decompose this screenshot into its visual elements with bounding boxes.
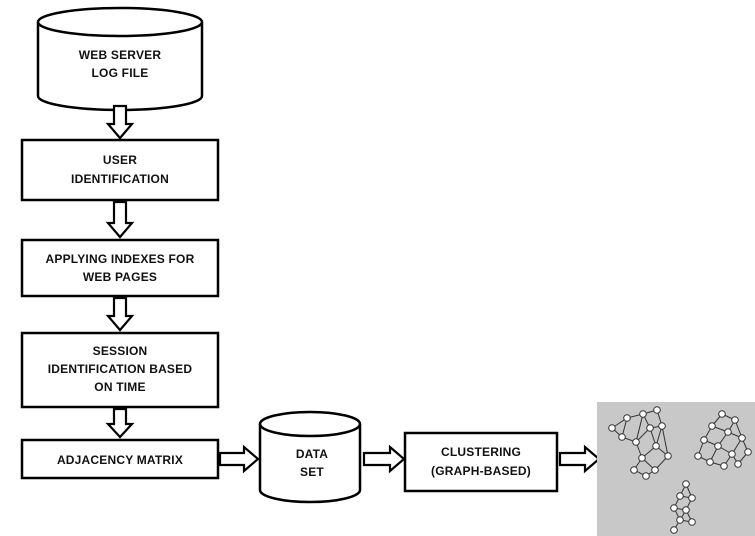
clustering-label-line2: (GRAPH-BASED) [431,464,531,478]
data-set-node: DATA SET [258,410,362,504]
session-identification-label-line3: ON TIME [94,380,145,394]
graph-cluster-3 [670,480,696,534]
session-identification-label-line2: IDENTIFICATION BASED [48,362,193,376]
arrow-dataset-to-clustering [362,444,406,474]
cluster-image-background [597,402,755,536]
applying-indexes-label-line2: WEB PAGES [83,270,157,284]
web-server-log-file-node: WEB SERVER LOG FILE [36,6,204,112]
arrow-adjacency-to-dataset [218,444,260,474]
graph-cluster-1 [608,406,672,480]
arrow-indexes-to-session [105,296,135,332]
applying-indexes-label-line1: APPLYING INDEXES FOR [46,252,195,266]
arrow-session-to-adjacency [105,407,135,439]
arrow-user-to-indexes [105,200,135,239]
applying-indexes-node: APPLYING INDEXES FOR WEB PAGES [20,238,220,298]
session-identification-label-line1: SESSION [93,344,148,358]
clustering-label-line1: CLUSTERING [441,445,521,459]
graph-clusters-image [597,402,755,536]
graph-cluster-2 [694,410,752,470]
arrow-log-to-user [105,104,135,140]
web-server-log-label-line2: LOG FILE [92,66,149,80]
user-identification-label-line2: IDENTIFICATION [71,172,169,186]
adjacency-matrix-node: ADJACENCY MATRIX [20,438,220,480]
user-identification-node: USER IDENTIFICATION [20,138,220,202]
arrow-clustering-to-clusters [558,444,601,474]
user-identification-label-line1: USER [103,153,137,167]
data-set-label-line2: SET [300,465,324,479]
session-identification-node: SESSION IDENTIFICATION BASED ON TIME [20,331,220,409]
web-server-log-label-line1: WEB SERVER [79,48,162,62]
adjacency-matrix-label: ADJACENCY MATRIX [57,453,183,467]
data-set-label-line1: DATA [296,447,328,461]
clustering-node: CLUSTERING (GRAPH-BASED) [403,431,559,493]
